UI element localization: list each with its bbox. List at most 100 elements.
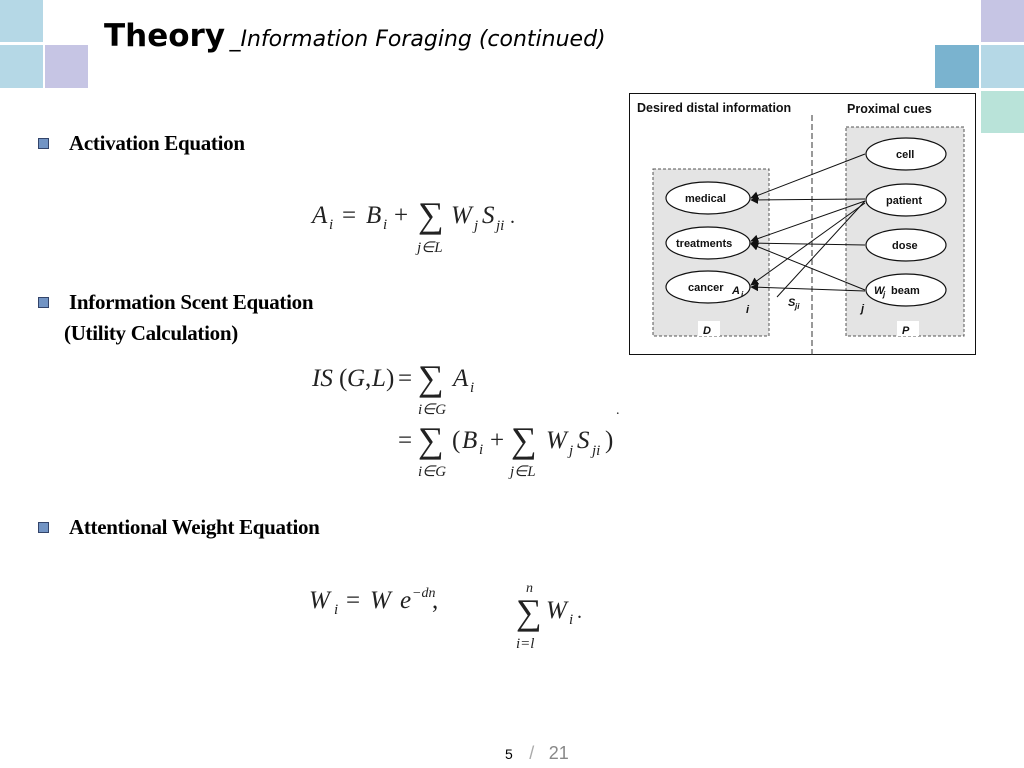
svg-text:n: n (526, 581, 533, 596)
svg-text:=: = (398, 365, 412, 392)
svg-text:i: i (383, 217, 387, 233)
link-arrow (750, 200, 866, 243)
link-arrow (750, 242, 866, 291)
bullet-text: Activation Equation (69, 131, 245, 155)
svg-text:∑: ∑ (418, 195, 444, 235)
svg-text:+: + (394, 202, 408, 229)
svg-text:IS: IS (311, 365, 333, 392)
label-A: A (731, 285, 740, 297)
distal-box-tag (698, 321, 720, 336)
distal-header: Desired distal information (637, 101, 791, 115)
svg-text:): ) (605, 427, 613, 454)
svg-text:∑: ∑ (418, 420, 444, 460)
svg-text:i: i (479, 442, 483, 458)
distal-node-label: treatments (676, 238, 732, 250)
svg-text:=: = (398, 427, 412, 454)
proximal-header: Proximal cues (847, 102, 932, 116)
svg-text:j∈L: j∈L (508, 464, 536, 480)
svg-text:j∈L: j∈L (415, 240, 443, 256)
svg-text:G: G (347, 365, 365, 392)
proximal-node-label: beam (891, 285, 920, 297)
title-main: Theory (104, 18, 226, 54)
svg-text:i: i (334, 602, 338, 618)
proximal-box-label: P (902, 325, 910, 337)
label-S-sub: ji (794, 302, 800, 311)
svg-text:A: A (310, 202, 328, 229)
link-arrow (750, 153, 866, 200)
svg-text:i∈G: i∈G (418, 464, 446, 480)
total-slide-count: 21 (548, 743, 569, 763)
svg-text:S: S (482, 202, 495, 229)
proximal-node-dose (865, 228, 947, 262)
svg-text:j: j (567, 443, 573, 459)
svg-text:+: + (490, 427, 504, 454)
deco-square (981, 91, 1024, 133)
svg-text:.: . (616, 403, 620, 418)
distal-node-medical (665, 181, 751, 215)
distal-node-label: medical (685, 193, 726, 205)
attentional-weight-sum: n ∑ i=l W i . (516, 581, 582, 652)
svg-text:W: W (309, 587, 332, 614)
deco-square (981, 45, 1024, 88)
proximal-node-label: patient (886, 195, 922, 207)
label-j: j (859, 303, 865, 315)
svg-text:W: W (451, 202, 474, 229)
proximal-node-patient (865, 183, 947, 217)
svg-text:W: W (546, 427, 569, 454)
bullet-text-line2: (Utility Calculation) (64, 321, 238, 345)
svg-text:i: i (569, 612, 573, 628)
svg-text:B: B (366, 202, 381, 229)
link-arrow (776, 200, 866, 298)
bullet-text: Information Scent Equation (69, 290, 314, 314)
pagination-separator: / (529, 743, 535, 763)
svg-text:S: S (577, 427, 590, 454)
svg-text:i: i (329, 217, 333, 233)
deco-square (45, 45, 88, 88)
label-W: W (874, 285, 886, 297)
svg-text:i∈G: i∈G (418, 402, 446, 418)
information-foraging-diagram: Desired distal information Proximal cues… (629, 93, 976, 355)
label-W-sub: j (882, 290, 886, 299)
svg-text:A: A (451, 365, 469, 392)
svg-text:W: W (546, 597, 569, 624)
svg-text:ji: ji (494, 218, 504, 234)
svg-text:∑: ∑ (511, 420, 537, 460)
svg-text:=: = (342, 202, 356, 229)
svg-text:): ) (386, 365, 394, 392)
svg-text:B: B (462, 427, 477, 454)
bullet-text: Attentional Weight Equation (69, 515, 320, 539)
svg-text:L: L (371, 365, 386, 392)
distal-node-treatments (665, 226, 751, 260)
activation-equation: A i = B i + ∑ j∈L W j S ji . (310, 195, 515, 256)
deco-square (0, 0, 43, 42)
proximal-node-beam (865, 273, 947, 307)
information-scent-equation: IS ( G , L ) = ∑ i∈G A i . = ∑ i∈G ( B i… (311, 358, 620, 480)
slide-pagination: 5 / 21 (505, 743, 569, 764)
svg-text:i=l: i=l (516, 636, 534, 652)
svg-text:=: = (346, 587, 360, 614)
svg-text:(: ( (339, 365, 347, 392)
label-A-sub: i (741, 290, 744, 299)
distal-box-label: D (703, 325, 711, 337)
proximal-box-tag (897, 321, 919, 336)
svg-text:e: e (400, 587, 411, 614)
link-arrow (750, 239, 866, 248)
svg-text:ji: ji (590, 443, 600, 459)
slide-title: Theory _Information Foraging (continued) (104, 18, 606, 54)
distal-node-label: cancer (688, 282, 724, 294)
link-arrow (750, 195, 866, 204)
attentional-weight-equation: W i = W e −dn , (309, 586, 438, 618)
label-i: i (746, 304, 750, 316)
bullet-square-icon (38, 522, 49, 533)
svg-text:∑: ∑ (418, 358, 444, 398)
svg-text:W: W (370, 587, 393, 614)
svg-text:i: i (470, 380, 474, 396)
deco-square (0, 45, 43, 88)
distal-node-cancer (665, 270, 751, 304)
bullet-square-icon (38, 138, 49, 149)
svg-text:.: . (510, 206, 515, 228)
svg-text:(: ( (452, 427, 460, 454)
svg-text:j: j (472, 218, 478, 234)
svg-text:∑: ∑ (516, 592, 542, 632)
proximal-node-cell (865, 137, 947, 171)
